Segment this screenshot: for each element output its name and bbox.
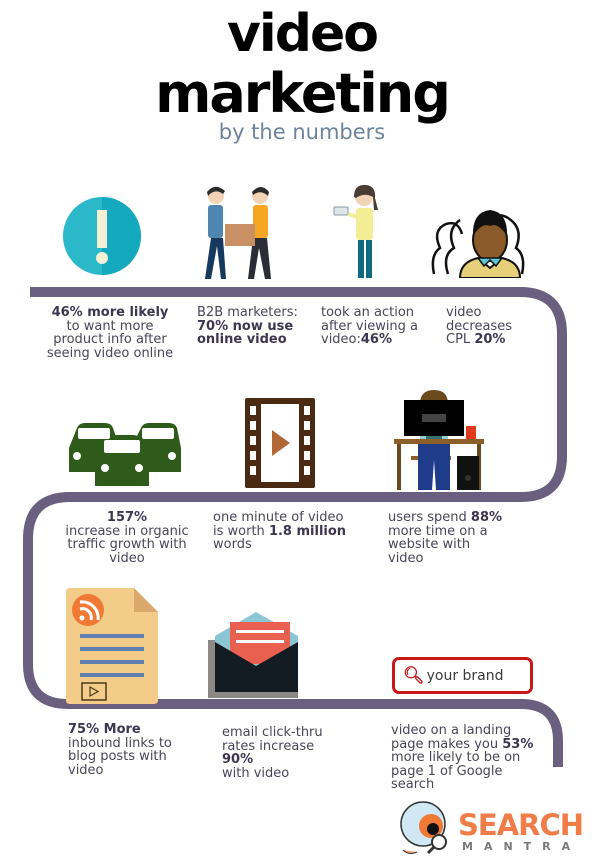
stat-text: increase in organic traffic growth with … [65, 523, 189, 566]
stat-text: video on a landing page makes you [391, 723, 512, 752]
stat-text: email click-thru rates increase [222, 725, 323, 754]
stat-million-words: one minute of video is worth 1.8 million… [213, 511, 353, 552]
traffic-cars-icon [69, 423, 181, 486]
film-strip-play-icon [245, 398, 315, 488]
subtitle: by the numbers [218, 120, 386, 144]
stat-text: inbound links to blog posts with video [68, 735, 172, 778]
stat-product-info: 46% more likely to want more product inf… [45, 306, 175, 360]
stat-text: video decreases CPL [446, 305, 512, 347]
audience-group-icon [431, 210, 525, 278]
stat-text: with video [222, 765, 290, 781]
stat-highlight: 157% [106, 510, 148, 525]
stat-text: more time on a website with video [388, 523, 488, 566]
woman-with-tablet-icon [333, 184, 378, 278]
title-line-1: video [227, 4, 379, 64]
stat-highlight: 1.8 million [268, 523, 347, 539]
person-at-computer-icon [394, 390, 484, 490]
stat-organic-traffic: 157% increase in organic traffic growth … [62, 511, 192, 565]
stat-text: words [213, 537, 252, 552]
logo-wordmark: SEARCH [458, 808, 584, 842]
search-box: 🔍︎ your brand [392, 657, 533, 694]
stat-text: more likely to be on page 1 of Google se… [391, 750, 521, 792]
stat-highlight: 46% [360, 332, 393, 347]
open-envelope-icon [208, 612, 298, 698]
logo-tagline: MANTRA [462, 840, 582, 853]
people-handing-box-icon [205, 186, 271, 279]
stat-highlight: 75% More [68, 722, 141, 737]
stat-highlight: 20% [474, 332, 506, 347]
search-box-text: your brand [426, 667, 504, 684]
search-icon: 🔍︎ [403, 665, 425, 686]
stat-highlight: 46% more likely [51, 305, 169, 320]
stat-text: one minute of video is worth [213, 510, 344, 539]
stat-inbound-links: 75% More inbound links to blog posts wit… [68, 723, 183, 777]
stat-highlight: 70% now use online video [197, 318, 294, 347]
stat-took-action: took an action after viewing a video:46% [321, 306, 431, 347]
stat-time-on-site: users spend 88% more time on a website w… [388, 511, 508, 565]
stat-b2b-marketers: B2B marketers: 70% now use online video [197, 306, 312, 347]
stat-text: to want more product info after seeing v… [46, 318, 174, 361]
stat-highlight: 88% [470, 510, 503, 525]
search-mantra-mascot-icon [400, 801, 447, 855]
stat-text: users spend [388, 510, 467, 525]
stat-highlight: 53% [502, 736, 534, 752]
stat-email-ctr: email click-thru rates increase 90% with… [222, 726, 332, 780]
exclamation-circle-icon [63, 197, 141, 275]
stat-highlight: 90% [222, 752, 254, 767]
stat-text: B2B marketers: [197, 305, 298, 320]
stat-google-page-one: video on a landing page makes you 53% mo… [391, 724, 541, 792]
rss-document-icon [66, 588, 158, 704]
stat-cpl: video decreases CPL 20% [446, 306, 526, 347]
stat-text: took an action after viewing a video: [321, 305, 419, 347]
title-line-2: marketing [155, 62, 451, 125]
